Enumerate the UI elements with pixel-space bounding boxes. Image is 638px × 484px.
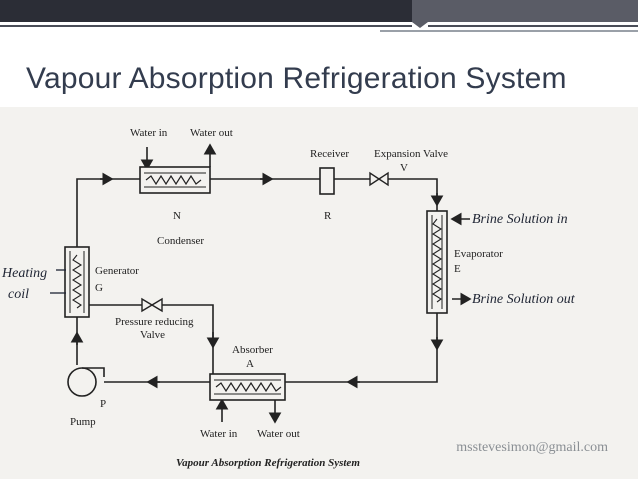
heating-coil-label-1: Heating: [1, 266, 47, 281]
expansion-valve-label: Expansion Valve: [374, 148, 448, 160]
line-valve-to-evaporator: [388, 178, 438, 212]
evaporator: [426, 210, 448, 314]
condenser-water-out-label: Water out: [190, 127, 233, 139]
expansion-valve-letter: V: [400, 162, 408, 174]
pressure-valve-label-2: Valve: [140, 329, 165, 341]
top-bar-notch: [412, 22, 428, 28]
line-generator-to-condenser: [76, 178, 140, 247]
generator-label: Generator: [95, 265, 139, 277]
condenser-water-in-label: Water in: [130, 127, 168, 139]
header-rule-left: [0, 25, 412, 27]
brine-in-label: Brine Solution in: [472, 212, 568, 227]
receiver-label: Receiver: [310, 148, 349, 160]
absorber-label: Absorber: [232, 344, 273, 356]
diagram-caption: Vapour Absorption Refrigeration System: [176, 457, 360, 469]
condenser-letter: N: [173, 210, 181, 222]
absorber-water-in-label: Water in: [200, 428, 238, 440]
top-bar-accent: [412, 0, 638, 22]
pump-letter: P: [100, 398, 106, 410]
refrigeration-diagram: Water in Water out N Condenser Receiver …: [1, 127, 576, 469]
pressure-reducing-valve: [141, 297, 163, 313]
line-evaporator-to-absorber: [285, 312, 438, 383]
generator-letter: G: [95, 282, 103, 294]
brine-out-label: Brine Solution out: [472, 292, 576, 307]
absorber-letter: A: [246, 358, 254, 370]
expansion-valve: [369, 171, 389, 187]
generator: [64, 246, 90, 318]
evaporator-label: Evaporator: [454, 248, 503, 260]
condenser-label: Condenser: [157, 235, 204, 247]
pump-label: Pump: [70, 416, 96, 428]
evaporator-letter: E: [454, 263, 461, 275]
absorber: [209, 373, 286, 401]
diagram-photo: Water in Water out N Condenser Receiver …: [0, 107, 638, 479]
condenser: [139, 166, 211, 194]
top-bar: [0, 0, 638, 28]
slide-title: Vapour Absorption Refrigeration System: [26, 62, 567, 95]
heating-coil-label-2: coil: [8, 287, 29, 302]
receiver-letter: R: [324, 210, 332, 222]
absorber-water-out-label: Water out: [257, 428, 300, 440]
pressure-valve-label-1: Pressure reducing: [115, 316, 194, 328]
receiver: [319, 167, 335, 195]
author-email: msstevesimon@gmail.com: [456, 440, 608, 455]
line-generator-to-absorber: [162, 304, 214, 375]
pump: [67, 367, 105, 397]
header-rule-thin: [380, 30, 638, 32]
header-rule-right: [428, 25, 638, 27]
